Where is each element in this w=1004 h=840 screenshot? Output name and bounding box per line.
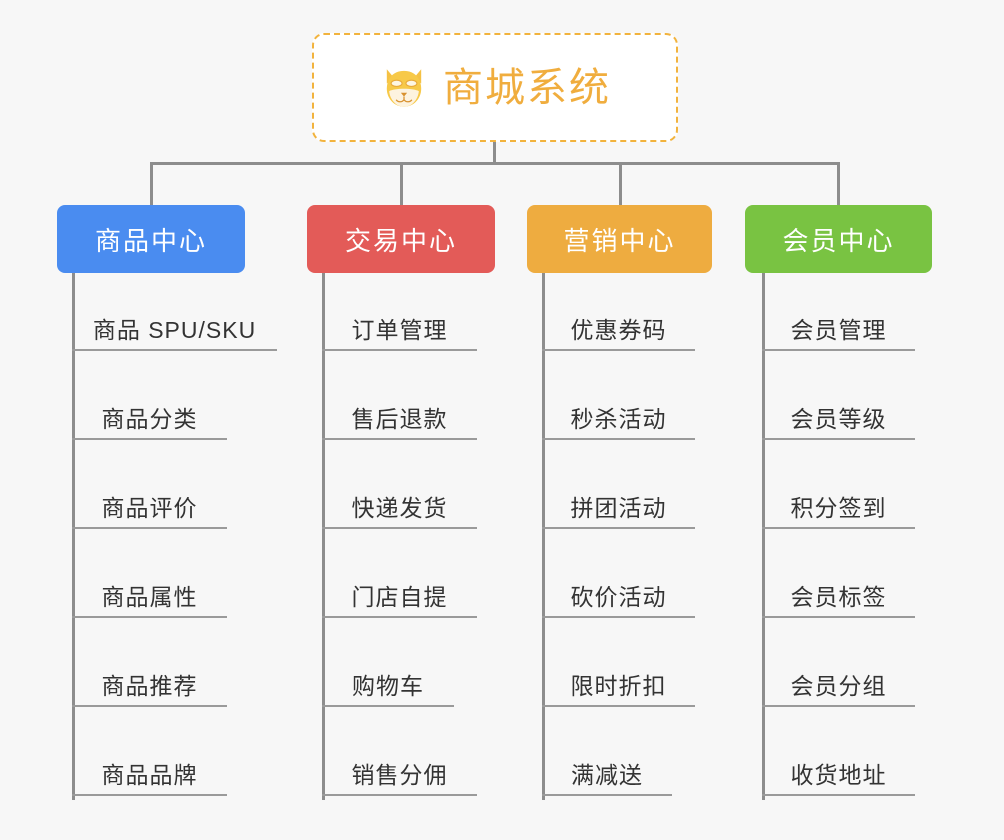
leaf-label-0-0: 商品 SPU/SKU <box>92 317 257 343</box>
leaf-item-3-0[interactable]: 会员管理 <box>762 317 915 352</box>
leaf-item-3-1[interactable]: 会员等级 <box>762 406 915 441</box>
leaf-label-1-1: 售后退款 <box>351 406 448 432</box>
branch-trunk-2b <box>542 553 545 800</box>
leaf-item-2-3[interactable]: 砍价活动 <box>542 584 695 619</box>
leaf-item-1-1[interactable]: 售后退款 <box>322 406 477 441</box>
leaf-label-3-5: 收货地址 <box>790 762 887 788</box>
leaf-label-0-3: 商品属性 <box>101 584 198 610</box>
leaf-item-0-3[interactable]: 商品属性 <box>72 584 227 619</box>
leaf-label-1-4: 购物车 <box>352 673 424 699</box>
branch-header-label-0: 商品中心 <box>94 225 207 256</box>
connector-root-stem <box>493 142 496 165</box>
leaf-label-2-3: 砍价活动 <box>570 584 667 610</box>
leaf-label-3-3: 会员标签 <box>790 584 887 610</box>
leaf-label-3-0: 会员管理 <box>790 317 887 343</box>
leaf-label-2-2: 拼团活动 <box>570 495 667 521</box>
leaf-label-2-4: 限时折扣 <box>570 673 667 699</box>
leaf-label-2-1: 秒杀活动 <box>570 406 667 432</box>
leaf-label-3-2: 积分签到 <box>790 495 887 521</box>
leaf-item-3-3[interactable]: 会员标签 <box>762 584 915 619</box>
leaf-item-1-3[interactable]: 门店自提 <box>322 584 477 619</box>
leaf-label-3-1: 会员等级 <box>790 406 887 432</box>
leaf-label-0-4: 商品推荐 <box>101 673 198 699</box>
branch-header-2[interactable]: 营销中心 <box>527 205 712 273</box>
leaf-label-2-5: 满减送 <box>571 762 643 788</box>
connector-horizontal-bus <box>150 162 840 165</box>
leaf-item-0-1[interactable]: 商品分类 <box>72 406 227 441</box>
leaf-item-0-5[interactable]: 商品品牌 <box>72 762 227 797</box>
connector-drop-3 <box>619 162 622 206</box>
shiba-dog-icon <box>386 68 422 107</box>
leaf-label-0-1: 商品分类 <box>101 406 198 432</box>
connector-drop-2 <box>400 162 403 206</box>
leaf-label-1-5: 销售分佣 <box>351 762 448 788</box>
leaf-item-1-5[interactable]: 销售分佣 <box>322 762 477 797</box>
branch-trunk-2 <box>542 273 545 555</box>
leaf-item-3-2[interactable]: 积分签到 <box>762 495 915 530</box>
branch-trunk-3 <box>762 273 765 555</box>
connector-drop-1 <box>150 162 153 206</box>
branch-trunk-1b <box>322 553 325 800</box>
leaf-item-2-4[interactable]: 限时折扣 <box>542 673 695 708</box>
leaf-label-1-0: 订单管理 <box>351 317 448 343</box>
branch-header-label-1: 交易中心 <box>344 225 457 256</box>
leaf-item-0-0[interactable]: 商品 SPU/SKU <box>72 317 277 352</box>
branch-header-1[interactable]: 交易中心 <box>307 205 495 273</box>
leaf-item-1-4[interactable]: 购物车 <box>322 673 454 708</box>
leaf-item-1-2[interactable]: 快递发货 <box>322 495 477 530</box>
branch-trunk-0b <box>72 553 75 800</box>
branch-header-label-2: 营销中心 <box>563 225 676 256</box>
leaf-label-0-5: 商品品牌 <box>101 762 198 788</box>
leaf-item-2-1[interactable]: 秒杀活动 <box>542 406 695 441</box>
connector-drop-4 <box>837 162 840 206</box>
branch-header-label-3: 会员中心 <box>782 225 895 256</box>
root-title: 商城系统 <box>443 65 611 110</box>
leaf-item-3-5[interactable]: 收货地址 <box>762 762 915 797</box>
leaf-item-2-5[interactable]: 满减送 <box>542 762 672 797</box>
branch-header-0[interactable]: 商品中心 <box>57 205 245 273</box>
leaf-label-2-0: 优惠券码 <box>570 317 667 343</box>
leaf-item-3-4[interactable]: 会员分组 <box>762 673 915 708</box>
branch-trunk-0 <box>72 273 75 555</box>
branch-header-3[interactable]: 会员中心 <box>745 205 932 273</box>
leaf-label-1-3: 门店自提 <box>351 584 448 610</box>
leaf-item-1-0[interactable]: 订单管理 <box>322 317 477 352</box>
leaf-item-0-4[interactable]: 商品推荐 <box>72 673 227 708</box>
leaf-label-0-2: 商品评价 <box>101 495 198 521</box>
root-node[interactable]: 商城系统 <box>312 33 678 142</box>
branch-trunk-1 <box>322 273 325 555</box>
leaf-item-0-2[interactable]: 商品评价 <box>72 495 227 530</box>
leaf-label-3-4: 会员分组 <box>790 673 887 699</box>
leaf-item-2-2[interactable]: 拼团活动 <box>542 495 695 530</box>
branch-trunk-3b <box>762 553 765 800</box>
leaf-item-2-0[interactable]: 优惠券码 <box>542 317 695 352</box>
leaf-label-1-2: 快递发货 <box>351 495 448 521</box>
